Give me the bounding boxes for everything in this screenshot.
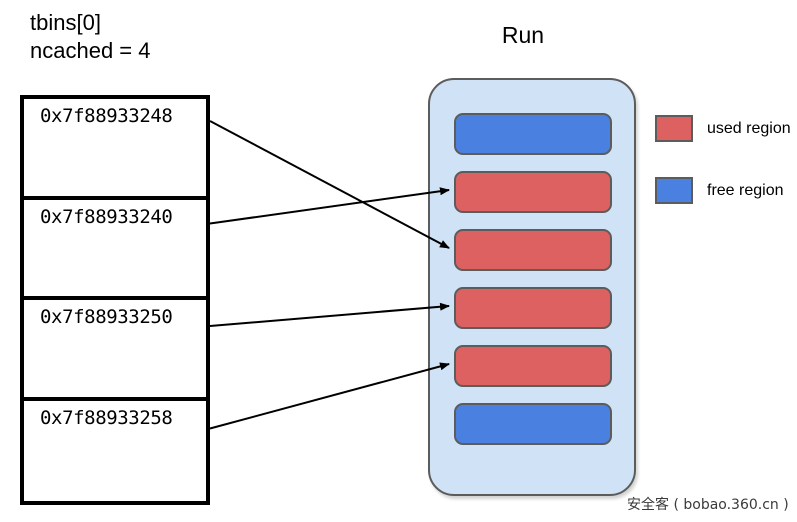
tbins-address-2: 0x7f88933250	[40, 306, 173, 328]
run-block-used-3	[454, 287, 612, 329]
pointer-arrow	[209, 302, 450, 327]
legend-swatch-free-icon	[655, 177, 693, 204]
tbins-cell-0: 0x7f88933248	[24, 99, 206, 200]
ncached-label: ncached = 4	[30, 38, 151, 63]
legend-label-free: free region	[707, 181, 784, 199]
legend-item-free: free region	[655, 177, 784, 204]
tbins-address-3: 0x7f88933258	[40, 406, 173, 429]
tbins-address-0: 0x7f88933248	[40, 105, 173, 127]
run-block-used-1	[454, 171, 612, 213]
tbins-cell-3: 0x7f88933258	[24, 401, 206, 502]
run-container	[428, 78, 636, 496]
pointer-arrow	[209, 362, 450, 430]
tbins-label: tbins[0]	[30, 10, 101, 35]
pointer-arrow	[209, 187, 450, 225]
legend-swatch-used-icon	[655, 115, 693, 142]
run-block-used-2	[454, 229, 612, 271]
pointer-arrow	[209, 120, 450, 249]
tbins-cell-1: 0x7f88933240	[24, 200, 206, 300]
legend-item-used: used region	[655, 115, 791, 142]
watermark: 安全客 ( bobao.360.cn )	[627, 497, 789, 513]
run-block-used-4	[454, 345, 612, 387]
run-title: Run	[501, 22, 545, 48]
run-block-free-5	[454, 403, 612, 445]
tbins-cell-2: 0x7f88933250	[24, 300, 206, 401]
run-block-free-0	[454, 113, 612, 155]
tbins-address-1: 0x7f88933240	[40, 205, 173, 228]
tbins-table: 0x7f88933248 0x7f88933240 0x7f88933250 0…	[20, 95, 210, 505]
legend-label-used: used region	[707, 119, 791, 137]
